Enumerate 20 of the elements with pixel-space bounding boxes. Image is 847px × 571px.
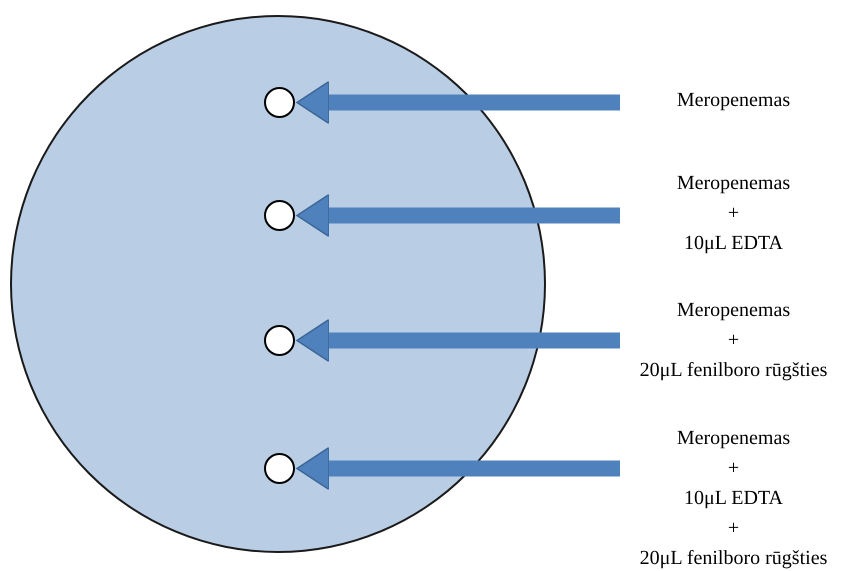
label-text: 10μL EDTA: [684, 486, 783, 511]
label-text: 20μL fenilboro rūgšties: [640, 358, 828, 383]
label-text: 20μL fenilboro rūgšties: [640, 546, 828, 571]
arrow: [296, 318, 620, 362]
label-text: Meropenemas: [676, 171, 790, 196]
label-text: +: [728, 201, 740, 226]
label-text: +: [728, 516, 740, 541]
label-text: +: [728, 328, 740, 353]
label-text: +: [728, 456, 740, 481]
label-text: Meropenemas: [676, 298, 790, 323]
label-text: 10μL EDTA: [684, 231, 783, 256]
label-text: Meropenemas: [676, 88, 790, 113]
arrow: [296, 446, 620, 490]
arrow: [296, 194, 620, 238]
antibiotic-disk: [264, 86, 294, 118]
antibiotic-disk: [264, 200, 294, 230]
label-text: Meropenemas: [676, 426, 790, 451]
arrow: [296, 80, 620, 124]
antibiotic-disk: [264, 324, 294, 356]
antibiotic-disk: [264, 452, 294, 484]
